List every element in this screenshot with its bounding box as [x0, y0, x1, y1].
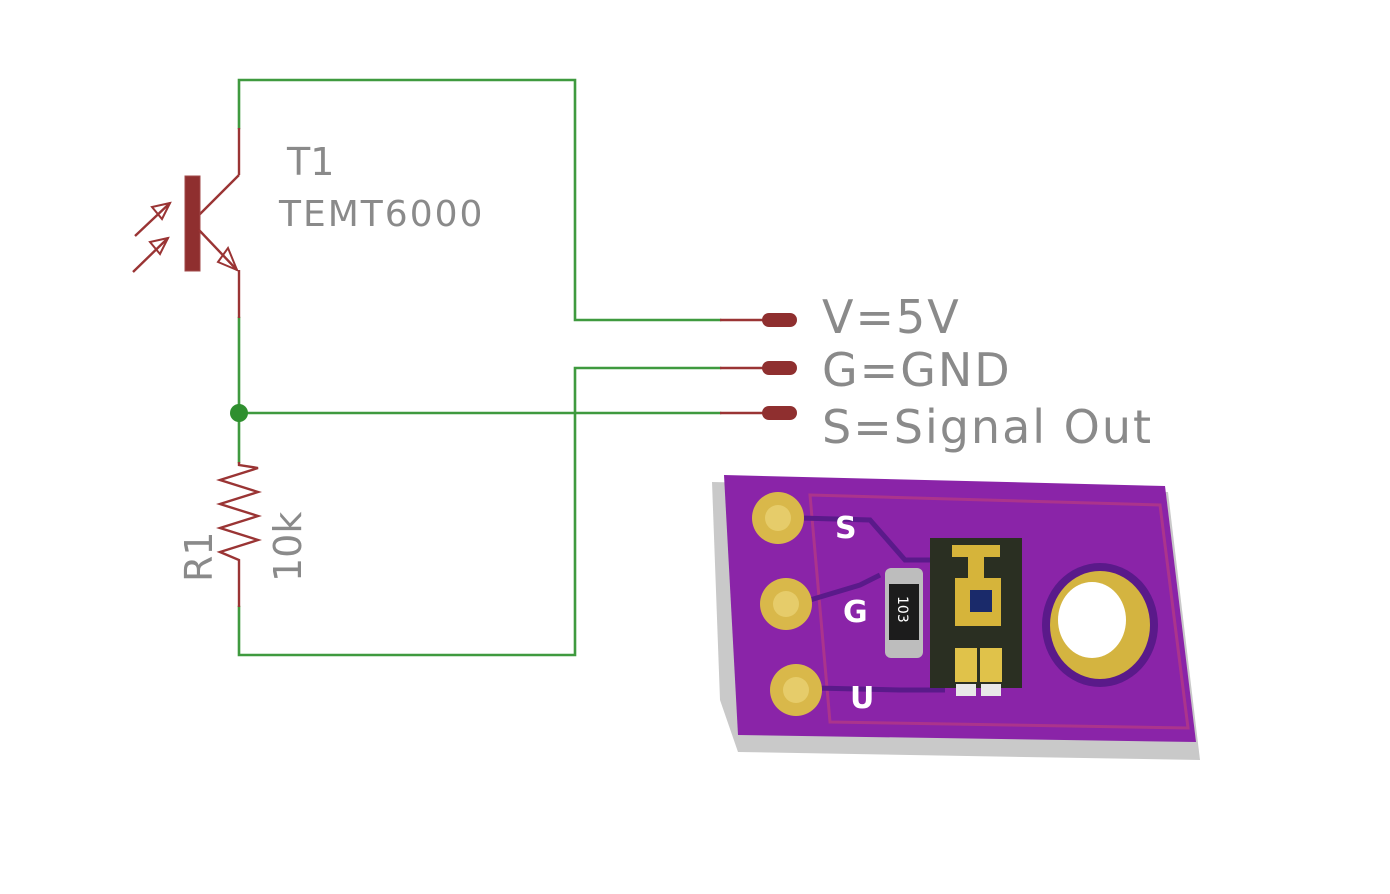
pin-s — [720, 406, 797, 420]
mounting-hole — [1042, 563, 1158, 687]
silk-label-u: U — [850, 681, 874, 716]
wire-gnd-net — [237, 366, 722, 657]
phototransistor-icon — [132, 128, 241, 318]
pad-u — [770, 664, 822, 716]
smd-resistor: 103 — [885, 568, 923, 658]
pad-g — [760, 578, 812, 630]
silk-label-s: S — [835, 511, 857, 546]
silk-label-g: G — [843, 595, 868, 630]
pin-g — [720, 361, 797, 375]
transistor-value-label: TEMT6000 — [278, 194, 484, 235]
sensor-board-image: S G U 103 — [712, 475, 1200, 760]
resistor-ref-label: R1 — [177, 531, 221, 582]
light-sensor-chip — [930, 538, 1022, 696]
pin-v — [720, 313, 797, 327]
junction-node — [230, 404, 248, 422]
resistor-icon — [216, 462, 262, 607]
pin-label-v: V=5V — [822, 290, 961, 344]
pin-label-g: G=GND — [822, 343, 1012, 397]
transistor-ref-label: T1 — [286, 140, 334, 184]
pad-s — [752, 492, 804, 544]
resistor-value-label: 10k — [266, 512, 310, 582]
pin-label-s: S=Signal Out — [822, 400, 1153, 454]
wire-vcc-net — [237, 78, 722, 322]
wires — [230, 78, 722, 657]
smd-resistor-marking: 103 — [894, 596, 910, 623]
